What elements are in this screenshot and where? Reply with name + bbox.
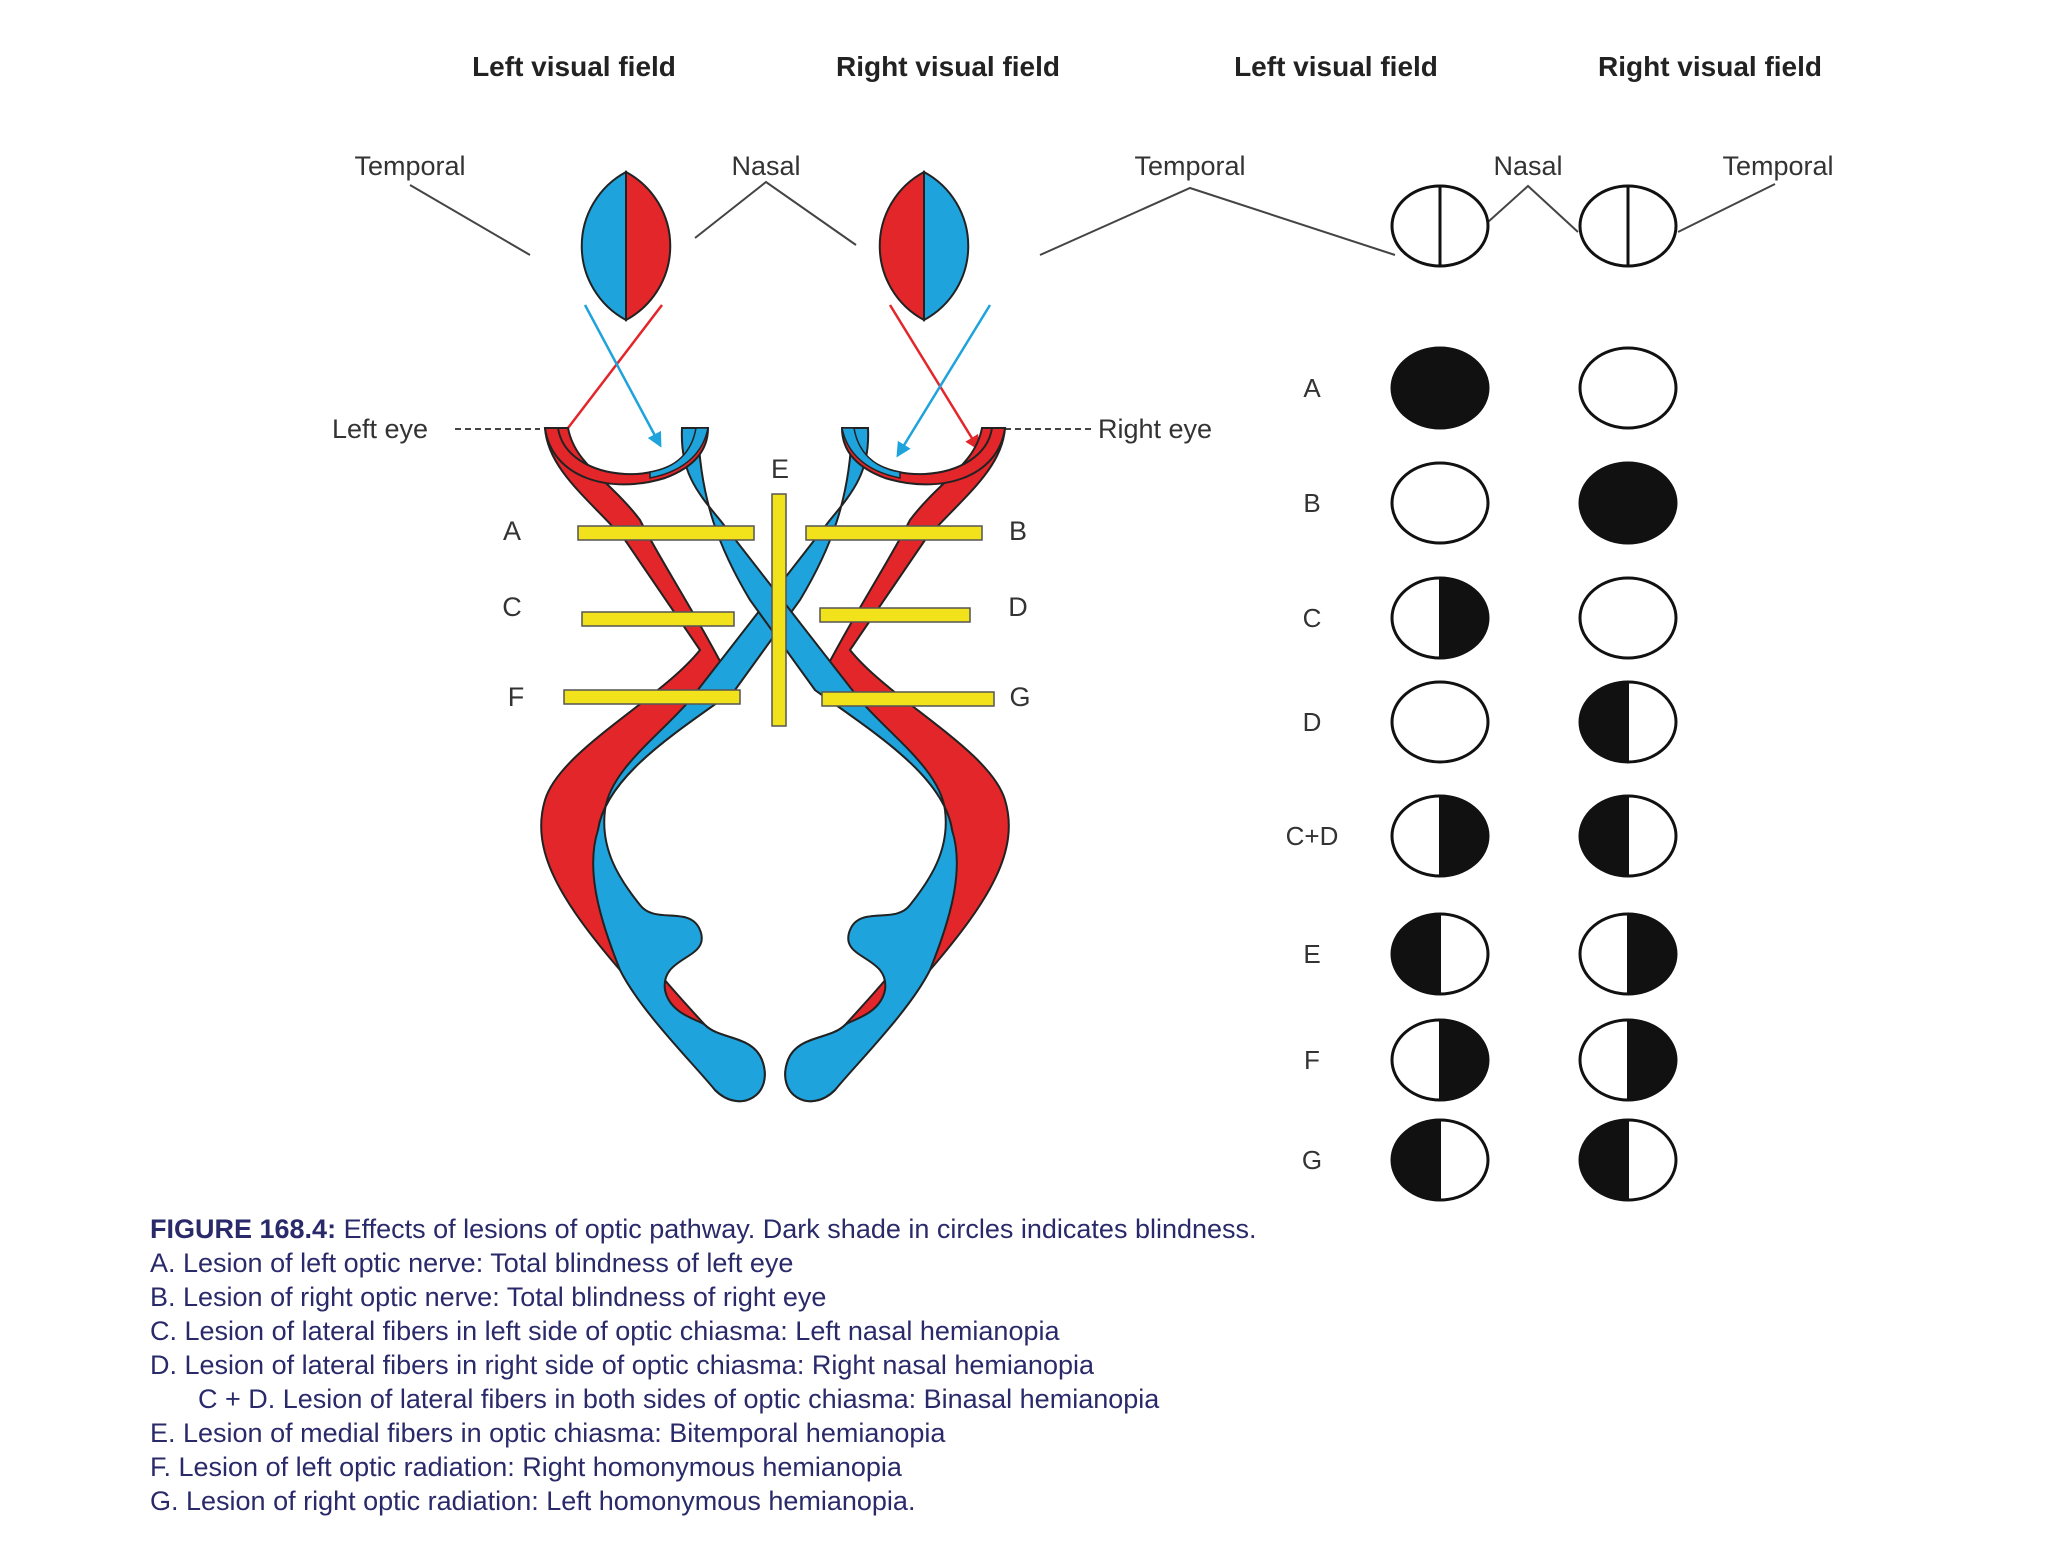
caption-line-f: F. Lesion of left optic radiation: Right… bbox=[150, 1452, 902, 1482]
optic-tract-shapes bbox=[540, 427, 1010, 1103]
label-temporal-right: Temporal bbox=[1722, 151, 1833, 181]
lesion-label-c: C bbox=[502, 592, 522, 622]
lesion-label-d: D bbox=[1008, 592, 1028, 622]
caption-line-b: B. Lesion of right optic nerve: Total bl… bbox=[150, 1282, 827, 1312]
label-leader-lines bbox=[409, 180, 1776, 256]
label-left-eye: Left eye bbox=[332, 414, 428, 444]
header-right-visual-field-2: Right visual field bbox=[1598, 51, 1822, 82]
field-right-b bbox=[1578, 461, 1678, 545]
field-right-g-blind-half bbox=[1580, 1120, 1628, 1200]
row-label-d: D bbox=[1303, 707, 1322, 737]
field-left-a-outline bbox=[1390, 346, 1490, 430]
caption-line-d: D. Lesion of lateral fibers in right sid… bbox=[150, 1350, 1094, 1380]
outline-field-circle-right bbox=[1578, 184, 1678, 268]
field-left-c-plus-d-blind-half bbox=[1440, 796, 1488, 876]
lesion-label-a: A bbox=[503, 516, 521, 546]
field-right-c bbox=[1578, 576, 1678, 660]
field-left-c-plus-d bbox=[1390, 794, 1490, 878]
caption-line-c: C. Lesion of lateral fibers in left side… bbox=[150, 1316, 1060, 1346]
field-left-b bbox=[1390, 461, 1490, 545]
field-right-f bbox=[1578, 1018, 1678, 1102]
lesion-label-b: B bbox=[1009, 516, 1027, 546]
light-ray-arrows bbox=[553, 304, 992, 458]
outline-field-circle-left bbox=[1390, 184, 1490, 268]
field-left-d bbox=[1390, 680, 1490, 764]
field-left-b-outline bbox=[1390, 461, 1490, 545]
lesion-bar-d bbox=[819, 607, 971, 623]
lesion-bar-g bbox=[821, 691, 995, 707]
row-label-g: G bbox=[1302, 1145, 1322, 1175]
field-right-c-plus-d bbox=[1578, 794, 1678, 878]
lesion-label-g: G bbox=[1009, 682, 1030, 712]
lesion-bar-a bbox=[577, 525, 755, 541]
field-left-g-blind-half bbox=[1392, 1120, 1440, 1200]
caption-line-cd: C + D. Lesion of lateral fibers in both … bbox=[198, 1384, 1160, 1414]
field-left-g bbox=[1390, 1118, 1490, 1202]
visual-field-results: A B C D C+D E F G bbox=[1286, 346, 1678, 1202]
header-left-visual-field-2: Left visual field bbox=[1234, 51, 1438, 82]
field-right-a bbox=[1578, 346, 1678, 430]
lesion-bar-f bbox=[563, 689, 741, 705]
row-label-c: C bbox=[1303, 603, 1322, 633]
row-label-a: A bbox=[1303, 373, 1321, 403]
lesion-label-e: E bbox=[771, 454, 789, 484]
field-right-c-plus-d-blind-half bbox=[1580, 796, 1628, 876]
field-right-d-blind-half bbox=[1580, 682, 1628, 762]
label-temporal-mid: Temporal bbox=[1134, 151, 1245, 181]
row-label-f: F bbox=[1304, 1045, 1320, 1075]
caption-line-e: E. Lesion of medial fibers in optic chia… bbox=[150, 1418, 946, 1448]
field-right-e-blind-half bbox=[1628, 914, 1676, 994]
left-visual-field-circle bbox=[580, 170, 672, 322]
row-label-b: B bbox=[1303, 488, 1320, 518]
field-right-c-outline bbox=[1578, 576, 1678, 660]
field-left-c bbox=[1390, 576, 1490, 660]
field-left-f-blind-half bbox=[1440, 1020, 1488, 1100]
field-left-d-outline bbox=[1390, 680, 1490, 764]
lesion-bar-c bbox=[581, 611, 735, 627]
label-right-eye: Right eye bbox=[1098, 414, 1212, 444]
right-retina-nasal bbox=[841, 427, 901, 479]
caption-line-g: G. Lesion of right optic radiation: Left… bbox=[150, 1486, 916, 1516]
caption-line-a: A. Lesion of left optic nerve: Total bli… bbox=[150, 1248, 794, 1278]
lesion-bar-e bbox=[771, 493, 787, 727]
lesion-label-f: F bbox=[508, 682, 525, 712]
field-right-a-outline bbox=[1578, 346, 1678, 430]
header-left-visual-field-1: Left visual field bbox=[472, 51, 676, 82]
figure-caption: FIGURE 168.4: Effects of lesions of opti… bbox=[150, 1212, 1950, 1518]
right-nasal-blue-tract bbox=[592, 427, 870, 1103]
field-left-f bbox=[1390, 1018, 1490, 1102]
caption-title: FIGURE 168.4: Effects of lesions of opti… bbox=[150, 1214, 1257, 1244]
left-nasal-blue-tract bbox=[680, 427, 958, 1103]
header-right-visual-field-1: Right visual field bbox=[836, 51, 1060, 82]
lesion-bars bbox=[563, 493, 995, 727]
field-right-f-blind-half bbox=[1628, 1020, 1676, 1100]
field-right-d bbox=[1578, 680, 1678, 764]
field-left-a bbox=[1390, 346, 1490, 430]
lesion-bar-b bbox=[805, 525, 983, 541]
field-left-c-blind-half bbox=[1440, 578, 1488, 658]
left-retina-nasal bbox=[649, 427, 709, 479]
field-left-e-blind-half bbox=[1392, 914, 1440, 994]
row-label-c-plus-d: C+D bbox=[1286, 821, 1339, 851]
field-right-g bbox=[1578, 1118, 1678, 1202]
field-right-b-outline bbox=[1578, 461, 1678, 545]
row-label-e: E bbox=[1303, 939, 1320, 969]
field-right-e bbox=[1578, 912, 1678, 996]
label-nasal-right: Nasal bbox=[1493, 151, 1562, 181]
label-temporal-left: Temporal bbox=[354, 151, 465, 181]
right-visual-field-circle bbox=[878, 170, 970, 322]
label-nasal-mid: Nasal bbox=[731, 151, 800, 181]
field-left-e bbox=[1390, 912, 1490, 996]
